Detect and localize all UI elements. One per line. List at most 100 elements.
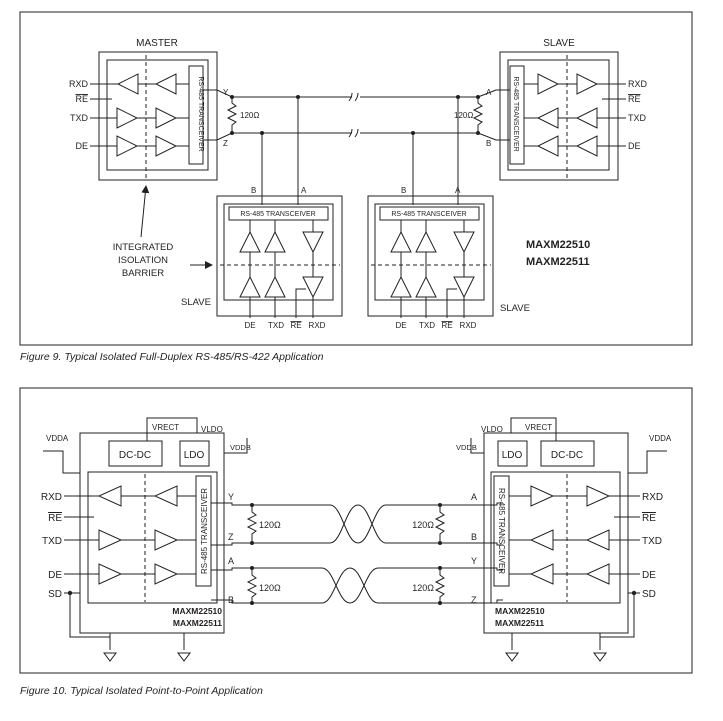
figure-10-caption: Figure 10. Typical Isolated Point-to-Poi… bbox=[20, 685, 263, 697]
right-ldo-box bbox=[497, 440, 528, 467]
bus-lines: 120Ω 120Ω bbox=[203, 89, 510, 205]
right-vldo-label: VLDO bbox=[481, 425, 503, 434]
left-pin-de: DE bbox=[48, 570, 62, 581]
master-resistor-label: 120Ω bbox=[240, 111, 259, 120]
master-transceiver-box bbox=[188, 65, 204, 165]
right-ground-a-icon bbox=[593, 652, 607, 662]
master-pin-z: Z bbox=[223, 139, 228, 148]
slave-left-pin-de: DE bbox=[244, 321, 255, 330]
isolation-barrier-annotation: INTEGRATED ISOLATION BARRIER bbox=[113, 185, 213, 279]
left-dcdc-box bbox=[108, 440, 163, 467]
figure-9-caption: Figure 9. Typical Isolated Full-Duplex R… bbox=[20, 351, 324, 363]
slave-resistor-label: 120Ω bbox=[454, 111, 473, 120]
right-pin-y: Y bbox=[471, 556, 477, 566]
master-label: MASTER bbox=[136, 38, 178, 49]
left-resistor-label-2: 120Ω bbox=[259, 583, 281, 593]
slave-right-inner-box bbox=[374, 203, 485, 301]
slave-top-pin-b: B bbox=[486, 139, 491, 148]
slave-module-top: SLAVE RS-485 TRANSCEIVER RXD RE TXD bbox=[486, 38, 648, 181]
slave-left-transceiver-label: RS-485 TRANSCEIVER bbox=[240, 211, 315, 218]
right-vddb-label: VDDB bbox=[456, 443, 477, 452]
slave-left-pin-txd: TXD bbox=[268, 321, 284, 330]
left-pin-y: Y bbox=[228, 492, 234, 502]
right-dcdc-box bbox=[540, 440, 595, 467]
master-de-buffer-left bbox=[116, 135, 139, 157]
left-device: DC-DC LDO VRECT VLDO VDDB VDDA RS-485 TR… bbox=[41, 417, 251, 662]
left-pin-a: A bbox=[228, 556, 234, 566]
left-ground-a-icon bbox=[103, 652, 117, 662]
slave-right-pin-re: RE bbox=[441, 321, 452, 330]
master-pin-re: RE bbox=[75, 94, 88, 104]
left-ldo-label: LDO bbox=[184, 450, 205, 461]
slave-right-pin-de: DE bbox=[395, 321, 406, 330]
slave-right-pin-txd: TXD bbox=[419, 321, 435, 330]
slave-left-pin-re: RE bbox=[290, 321, 301, 330]
master-pin-rxd: RXD bbox=[69, 79, 89, 89]
master-transceiver-label: RS-485 TRANSCEIVER bbox=[197, 76, 204, 151]
master-tx-buffer-left bbox=[116, 107, 139, 129]
master-outer-box bbox=[98, 51, 218, 181]
right-part-number-1: MAXM22510 bbox=[495, 606, 545, 616]
slave-top-pin-de: DE bbox=[628, 141, 641, 151]
left-pin-sd: SD bbox=[48, 589, 62, 600]
left-ldo-box bbox=[179, 440, 210, 467]
slave-top-pin-re: RE bbox=[628, 94, 641, 104]
slave-top-pin-txd: TXD bbox=[628, 113, 647, 123]
right-resistor-label-1: 120Ω bbox=[412, 520, 434, 530]
slave-top-label: SLAVE bbox=[543, 38, 575, 49]
slave-termination-resistor bbox=[472, 97, 484, 133]
barrier-line-2: ISOLATION bbox=[118, 255, 168, 266]
master-module: MASTER RS-485 TRANSCEIVER RXD bbox=[69, 38, 229, 181]
left-part-number-1: MAXM22510 bbox=[172, 606, 222, 616]
right-device: LDO DC-DC VLDO VRECT VDDB VDDA RS-485 TR… bbox=[456, 417, 672, 662]
slave-top-pin-a: A bbox=[486, 88, 492, 97]
figure-10: DC-DC LDO VRECT VLDO VDDB VDDA RS-485 TR… bbox=[19, 387, 693, 674]
slave-right-pin-rxd: RXD bbox=[460, 321, 477, 330]
right-device-inner-box bbox=[490, 471, 621, 604]
right-transceiver-box bbox=[493, 475, 510, 587]
left-vddb-label: VDDB bbox=[230, 443, 251, 452]
slave-left-transceiver-box bbox=[228, 206, 329, 221]
right-dcdc-label: DC-DC bbox=[551, 450, 583, 461]
right-part-number-2: MAXM22511 bbox=[495, 618, 544, 628]
left-pin-z: Z bbox=[228, 532, 234, 542]
slave-right-pin-b: B bbox=[401, 186, 406, 195]
left-transceiver-box bbox=[195, 475, 212, 587]
left-pin-rxd: RXD bbox=[41, 492, 62, 503]
left-resistor-label-1: 120Ω bbox=[259, 520, 281, 530]
right-pin-z: Z bbox=[471, 595, 477, 605]
left-part-number-2: MAXM22511 bbox=[173, 618, 222, 628]
slave-left-pin-rxd: RXD bbox=[309, 321, 326, 330]
barrier-line-3: BARRIER bbox=[122, 268, 164, 279]
twisted-pair-cables: 120Ω 120Ω 120Ω 120Ω bbox=[211, 502, 503, 605]
slave-top-pin-rxd: RXD bbox=[628, 79, 648, 89]
right-termination-resistor-yz bbox=[434, 568, 446, 603]
slave-top-inner-box bbox=[507, 59, 610, 171]
right-pin-rxd: RXD bbox=[642, 492, 663, 503]
right-resistor-label-2: 120Ω bbox=[412, 583, 434, 593]
slave-left-pin-b: B bbox=[251, 186, 256, 195]
right-pin-sd: SD bbox=[642, 589, 656, 600]
figure-9: MASTER RS-485 TRANSCEIVER RXD bbox=[19, 11, 693, 346]
master-pin-txd: TXD bbox=[70, 113, 89, 123]
right-vrect-label: VRECT bbox=[525, 423, 552, 432]
left-vldo-label: VLDO bbox=[201, 425, 223, 434]
right-transceiver-label: RS-485 TRANSCEIVER bbox=[497, 488, 506, 574]
slave-top-outer-box bbox=[499, 51, 619, 181]
slave-left-inner-box bbox=[223, 203, 334, 301]
left-termination-resistor-yz bbox=[246, 505, 258, 543]
left-ground-b-icon bbox=[177, 652, 191, 662]
figure-10-frame bbox=[19, 387, 693, 674]
slave-top-transceiver-label: RS-485 TRANSCEIVER bbox=[512, 76, 519, 151]
left-termination-resistor-ab bbox=[246, 568, 258, 603]
master-pin-de: DE bbox=[75, 141, 88, 151]
right-pin-a: A bbox=[471, 492, 477, 502]
right-termination-resistor-ab bbox=[434, 505, 446, 543]
left-device-inner-box bbox=[87, 471, 218, 604]
right-pin-txd: TXD bbox=[642, 536, 662, 547]
left-pin-txd: TXD bbox=[42, 536, 62, 547]
slave-left-label: SLAVE bbox=[181, 297, 211, 308]
slave-right-transceiver-box bbox=[379, 206, 480, 221]
slave-module-right: B A RS-485 TRANSCEIVER DE TXD bbox=[367, 186, 530, 330]
